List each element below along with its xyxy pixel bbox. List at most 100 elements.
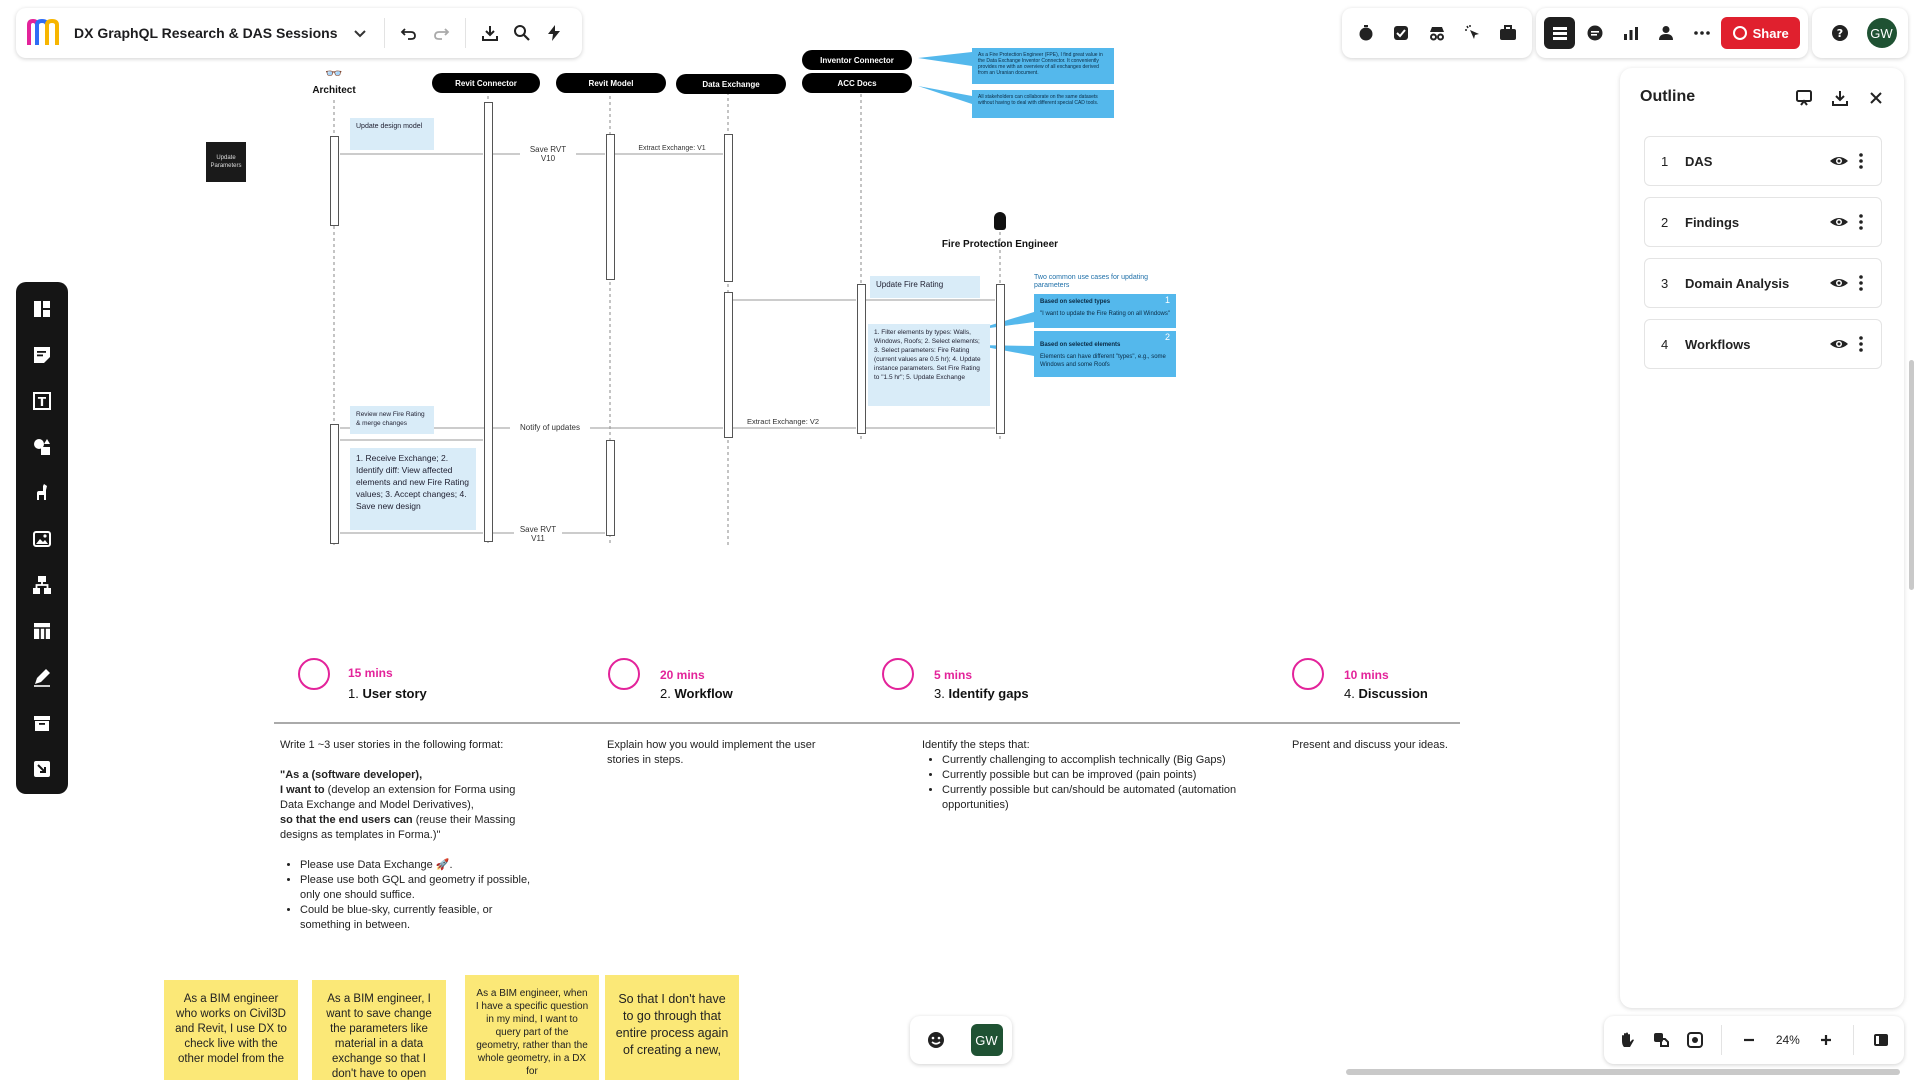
sticky-note[interactable]: As a BIM engineer, I want to save change…	[312, 980, 446, 1080]
templates-icon[interactable]	[22, 286, 62, 332]
more-horizontal-icon[interactable]	[1686, 17, 1717, 49]
import-icon[interactable]	[22, 746, 62, 792]
user-icon[interactable]	[1650, 17, 1681, 49]
step-1[interactable]: 15 mins 1. User story	[298, 658, 498, 708]
step-2[interactable]: 20 mins 2. Workflow	[608, 658, 808, 708]
eye-icon[interactable]	[1827, 267, 1851, 299]
gesture-icon[interactable]	[1646, 1024, 1676, 1056]
step-3[interactable]: 5 mins 3. Identify gaps	[882, 658, 1082, 708]
zoom-out-icon[interactable]	[1734, 1024, 1764, 1056]
more-vertical-icon[interactable]	[1851, 206, 1871, 238]
note-fire-steps[interactable]: 1. Filter elements by types: Walls, Wind…	[868, 324, 990, 406]
step-4-num: 4.	[1344, 686, 1355, 701]
timer-icon[interactable]	[1350, 17, 1382, 49]
archive-icon[interactable]	[22, 700, 62, 746]
msg-save-v11[interactable]: Save RVT V11	[514, 524, 562, 544]
outline-item-findings[interactable]: 2 Findings	[1644, 197, 1882, 247]
vote-check-icon[interactable]	[1385, 17, 1417, 49]
gaps-intro: Identify the steps that:	[922, 739, 1030, 751]
sticky-note[interactable]: So that I don't have to go through that …	[605, 975, 739, 1080]
redo-icon[interactable]	[425, 17, 457, 49]
lane-inventor-connector[interactable]: Inventor Connector	[802, 50, 912, 70]
more-vertical-icon[interactable]	[1851, 328, 1871, 360]
avatar[interactable]: GW	[1866, 18, 1897, 48]
zoom-level[interactable]: 24%	[1775, 1033, 1800, 1047]
undo-icon[interactable]	[393, 17, 425, 49]
download-icon[interactable]	[474, 17, 506, 49]
lane-revit-connector[interactable]: Revit Connector	[432, 73, 540, 93]
note-update-fire-rating[interactable]: Update Fire Rating	[870, 276, 980, 298]
note-review-fire-rating[interactable]: Review new Fire Rating & merge changes	[350, 406, 434, 434]
eye-icon[interactable]	[1827, 206, 1851, 238]
msg-extract-v2[interactable]: Extract Exchange: V2	[738, 416, 828, 427]
msg-save-v10[interactable]: Save RVT V10	[520, 144, 576, 164]
panel-toggle-icon[interactable]	[1866, 1024, 1896, 1056]
help-icon[interactable]: ?	[1824, 17, 1856, 49]
share-button[interactable]: Share	[1721, 17, 1801, 49]
note-acc-docs[interactable]: All stakeholders can collaborate on the …	[972, 90, 1114, 118]
diagram-icon[interactable]	[22, 562, 62, 608]
eye-icon[interactable]	[1827, 145, 1851, 177]
sticky-note[interactable]: As a BIM engineer who works on Civil3D a…	[164, 980, 298, 1080]
image-icon[interactable]	[22, 516, 62, 562]
table-icon[interactable]	[22, 608, 62, 654]
zoom-in-icon[interactable]	[1811, 1024, 1841, 1056]
discussion-description[interactable]: Present and discuss your ideas.	[1292, 738, 1472, 753]
use-case-1[interactable]: Based on selected types "I want to updat…	[1034, 294, 1176, 328]
note-architect-steps[interactable]: 1. Receive Exchange; 2. Identify diff: V…	[350, 448, 476, 530]
avatar[interactable]: GW	[970, 1024, 1003, 1056]
minimap-icon[interactable]	[1680, 1024, 1710, 1056]
eye-icon[interactable]	[1827, 328, 1851, 360]
search-icon[interactable]	[506, 17, 538, 49]
briefcase-icon[interactable]	[1492, 17, 1524, 49]
hand-icon[interactable]	[1612, 1024, 1642, 1056]
sticky-note-icon[interactable]	[22, 332, 62, 378]
presentation-icon[interactable]	[1788, 82, 1820, 114]
activity-chart-icon[interactable]	[1615, 17, 1646, 49]
text-icon[interactable]: T	[22, 378, 62, 424]
gaps-bullet: Currently challenging to accomplish tech…	[942, 753, 1274, 768]
lane-revit-model[interactable]: Revit Model	[556, 73, 666, 93]
chevron-down-icon[interactable]	[344, 17, 376, 49]
step-1-num: 1.	[348, 686, 359, 701]
update-parameters-card[interactable]: Update Parameters	[206, 142, 246, 182]
board-title[interactable]: DX GraphQL Research & DAS Sessions	[74, 25, 338, 41]
step-4[interactable]: 10 mins 4. Discussion	[1292, 658, 1492, 708]
download-icon[interactable]	[1824, 82, 1856, 114]
step-4-title: 4. Discussion	[1344, 686, 1428, 701]
close-icon[interactable]	[1860, 82, 1892, 114]
sticky-note[interactable]: As a BIM engineer, when I have a specifi…	[465, 975, 599, 1080]
msg-extract-v1[interactable]: Extract Exchange: V1	[632, 144, 712, 153]
more-vertical-icon[interactable]	[1851, 267, 1871, 299]
pen-icon[interactable]	[22, 654, 62, 700]
outline-item-number: 4	[1661, 336, 1669, 352]
lane-data-exchange[interactable]: Data Exchange	[676, 74, 786, 94]
use-case-2[interactable]: Based on selected elements Elements can …	[1034, 331, 1176, 377]
app-logo-icon[interactable]	[26, 18, 60, 47]
horizontal-scrollbar[interactable]	[1346, 1069, 1900, 1075]
fire-engineer-actor[interactable]: Fire Protection Engineer	[930, 212, 1070, 252]
note-update-design[interactable]: Update design model	[350, 118, 434, 150]
outline-item-domain-analysis[interactable]: 3 Domain Analysis	[1644, 258, 1882, 308]
user-story-description[interactable]: Write 1 ~3 user stories in the following…	[280, 738, 540, 933]
shapes-icon[interactable]	[22, 424, 62, 470]
gaps-description[interactable]: Identify the steps that: Currently chall…	[922, 738, 1274, 813]
lightning-icon[interactable]	[538, 17, 570, 49]
user-story-line-2-bold: I want to	[280, 784, 325, 796]
outline-panel-icon[interactable]	[1544, 17, 1576, 49]
msg-notify-updates[interactable]: Notify of updates	[510, 422, 590, 433]
note-inventor-connector[interactable]: As a Fire Protection Engineer (FPE), I f…	[972, 48, 1114, 84]
lane-acc-docs[interactable]: ACC Docs	[802, 73, 912, 93]
incognito-icon[interactable]	[1421, 17, 1453, 49]
vertical-scrollbar[interactable]	[1909, 360, 1914, 590]
workflow-description[interactable]: Explain how you would implement the user…	[607, 738, 847, 768]
llama-icon[interactable]	[22, 470, 62, 516]
comment-icon[interactable]	[1579, 17, 1610, 49]
outline-item-das[interactable]: 1 DAS	[1644, 136, 1882, 186]
emoji-icon[interactable]	[920, 1024, 952, 1056]
architect-actor[interactable]: 👓 Architect	[308, 66, 360, 98]
outline-item-workflows[interactable]: 4 Workflows	[1644, 319, 1882, 369]
more-vertical-icon[interactable]	[1851, 145, 1871, 177]
cursor-click-icon[interactable]	[1457, 17, 1489, 49]
